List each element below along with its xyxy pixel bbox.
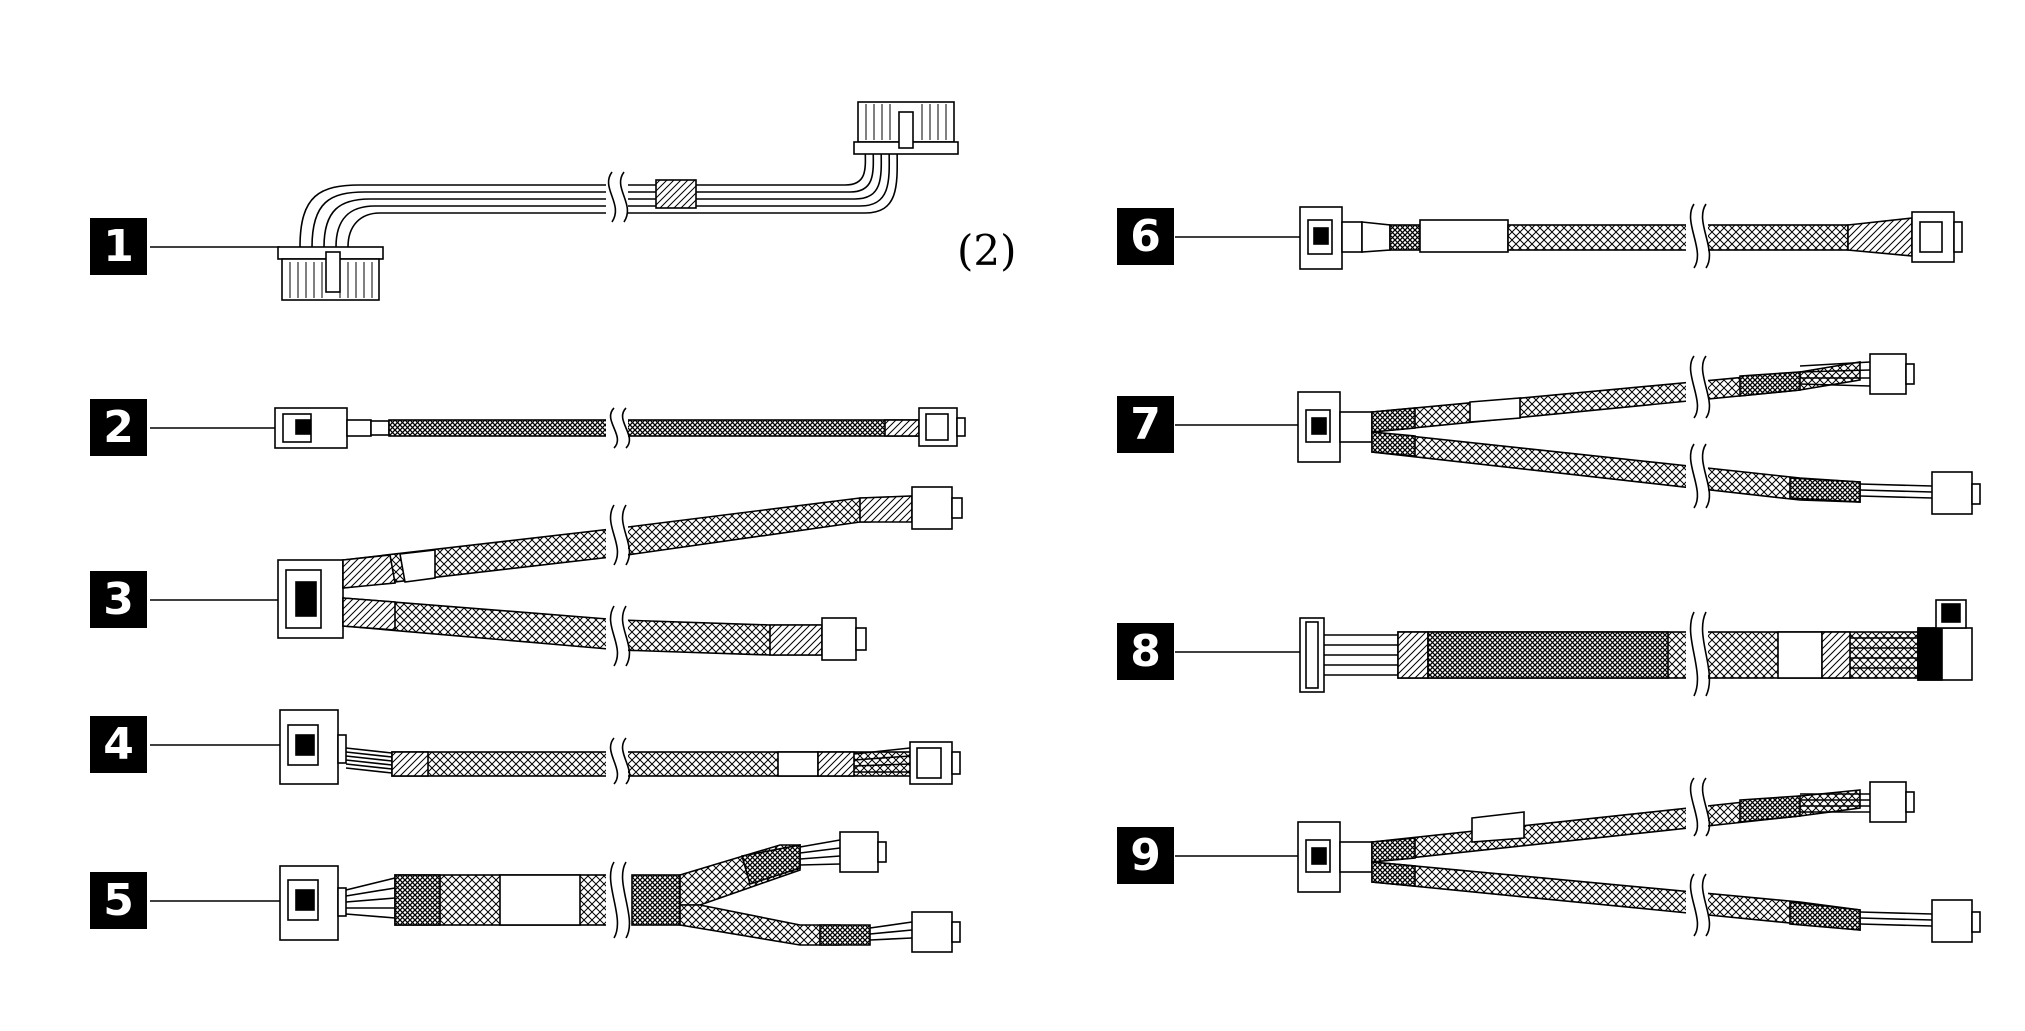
callout-2: 2 — [90, 399, 147, 456]
callout-label: 3 — [103, 574, 134, 625]
cable-4 — [150, 709, 961, 785]
cable-7 — [1175, 353, 1981, 515]
cable-6 — [1175, 203, 1963, 270]
cable-8 — [1175, 599, 1973, 697]
quantity-note: (2) — [957, 226, 1017, 275]
callout-8: 8 — [1117, 623, 1174, 680]
callout-label: 5 — [103, 875, 134, 926]
cable-9 — [1175, 777, 1981, 943]
callout-label: 6 — [1130, 211, 1161, 262]
cable-2 — [150, 407, 966, 449]
callout-label: 7 — [1130, 399, 1161, 450]
callout-6: 6 — [1117, 208, 1174, 265]
cable-3 — [150, 486, 963, 667]
callout-label: 8 — [1130, 626, 1161, 677]
cable-1 — [150, 101, 959, 301]
callout-5: 5 — [90, 872, 147, 929]
callout-1: 1 — [90, 218, 147, 275]
callout-label: 2 — [103, 402, 134, 453]
callout-4: 4 — [90, 716, 147, 773]
callout-3: 3 — [90, 571, 147, 628]
cable-5 — [150, 831, 961, 953]
callout-label: 1 — [103, 221, 134, 272]
callout-9: 9 — [1117, 827, 1174, 884]
callout-7: 7 — [1117, 396, 1174, 453]
callout-label: 9 — [1130, 830, 1161, 881]
callout-label: 4 — [103, 719, 134, 770]
